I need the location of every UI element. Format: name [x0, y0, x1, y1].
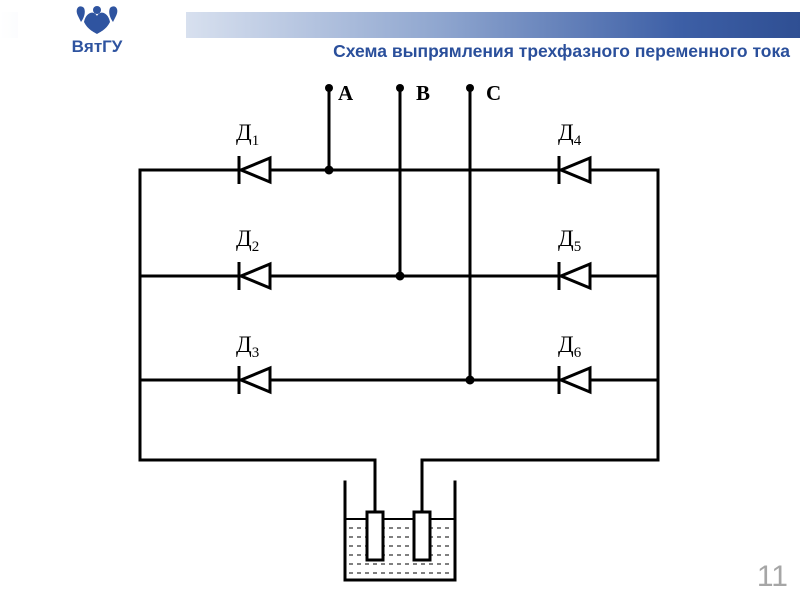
diode-label-d3: Д3	[236, 332, 259, 361]
university-logo: ВятГУ	[18, 0, 186, 60]
electrolytic-bath	[343, 480, 457, 582]
electrode-left	[365, 510, 385, 562]
diode-d1	[237, 155, 272, 185]
diode-d2	[237, 261, 272, 291]
terminal-b	[396, 84, 404, 92]
diode-label-d5: Д5	[558, 226, 581, 255]
terminal-a	[325, 84, 333, 92]
diode-label-d4: Д4	[558, 120, 582, 149]
diode-label-d1: Д1	[236, 120, 259, 149]
phase-label-b: B	[416, 81, 430, 105]
junction-c	[465, 375, 475, 385]
junction-b	[395, 271, 405, 281]
outer-frame-wire-right	[420, 168, 660, 514]
diode-label-d6: Д6	[558, 332, 582, 361]
diode-d4	[557, 155, 592, 185]
logo-text: ВятГУ	[72, 37, 123, 56]
slide-title: Схема выпрямления трехфазного переменног…	[333, 41, 790, 61]
electrode-right	[412, 510, 432, 562]
terminal-c	[466, 84, 474, 92]
junction-a	[324, 165, 334, 175]
page-number: 11	[756, 560, 788, 593]
outer-frame-wire	[138, 168, 377, 514]
phase-label-a: A	[338, 81, 354, 105]
diode-label-d2: Д2	[236, 226, 259, 255]
diode-d3	[237, 365, 272, 395]
liquid-dashes	[349, 527, 451, 574]
phase-label-c: C	[486, 81, 501, 105]
logo-emblem-icon	[76, 6, 118, 34]
diode-d6	[557, 365, 592, 395]
diode-d5	[557, 261, 592, 291]
